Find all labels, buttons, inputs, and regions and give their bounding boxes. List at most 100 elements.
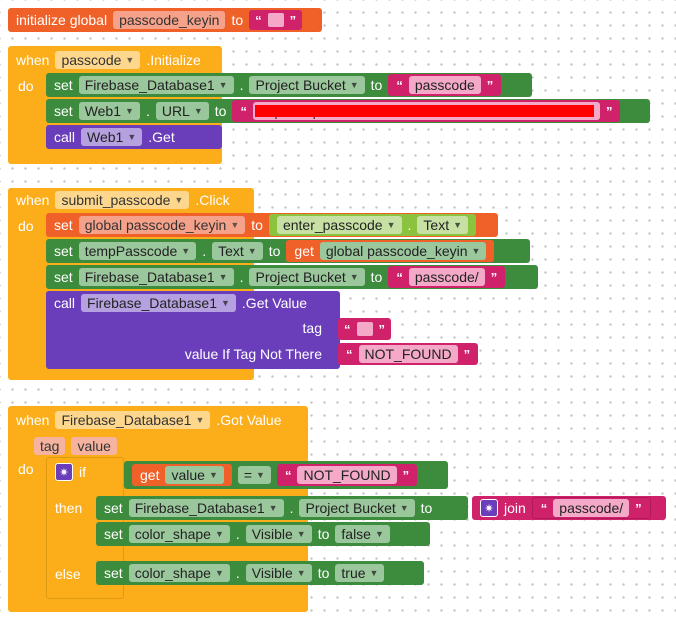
- text-field[interactable]: NOT_FOUND: [358, 345, 458, 363]
- component-name: Firebase_Database1: [134, 500, 265, 516]
- component-dropdown[interactable]: color_shape▼: [128, 564, 230, 582]
- url-text-field[interactable]: https://...passcode...: [252, 102, 600, 120]
- chevron-down-icon: ▼: [193, 106, 203, 116]
- empty-text-block[interactable]: “ ”: [249, 10, 303, 30]
- global-variable-block[interactable]: initialize global passcode_keyin to “ ”: [8, 8, 322, 32]
- param-tag[interactable]: tag: [34, 437, 66, 455]
- set-label: set: [54, 217, 73, 233]
- empty-text-field[interactable]: [356, 322, 373, 336]
- component-name: Firebase_Database1: [61, 412, 192, 428]
- quote-open: “: [344, 321, 351, 337]
- set-temppasscode-text-block[interactable]: set tempPasscode▼ . Text▼ to get global …: [46, 239, 530, 263]
- property-dropdown[interactable]: Visible▼: [245, 564, 312, 582]
- component-dropdown[interactable]: color_shape▼: [128, 525, 230, 543]
- dot-label: .: [202, 243, 207, 259]
- property-name: Project Bucket: [255, 77, 346, 93]
- text-value: NOT_FOUND: [364, 346, 452, 362]
- quote-open: “: [540, 500, 548, 516]
- text-field[interactable]: passcode/: [553, 499, 630, 517]
- variable-name-field[interactable]: passcode_keyin: [113, 11, 226, 29]
- join-label: join: [504, 500, 526, 516]
- initialize-global-label: initialize global: [16, 12, 108, 28]
- chevron-down-icon: ▼: [195, 415, 205, 425]
- chevron-down-icon: ▼: [230, 220, 240, 230]
- component-dropdown[interactable]: Firebase_Database1▼: [55, 411, 211, 429]
- variable-dropdown[interactable]: value▼: [165, 466, 224, 484]
- empty-text-field[interactable]: [267, 13, 284, 27]
- component-dropdown[interactable]: Web1▼: [81, 128, 143, 146]
- property-dropdown[interactable]: Visible▼: [245, 525, 312, 543]
- property-name: Text: [423, 217, 450, 233]
- component-dropdown[interactable]: passcode▼: [55, 51, 141, 69]
- quote-open: “: [396, 269, 403, 285]
- when-label: when: [16, 192, 50, 208]
- to-label: to: [251, 217, 263, 233]
- text-field[interactable]: passcode/: [408, 268, 485, 286]
- component-dropdown[interactable]: Firebase_Database1▼: [78, 76, 234, 94]
- empty-text-block[interactable]: “ ”: [338, 318, 391, 340]
- property-name: Visible: [251, 565, 293, 581]
- component-text-getter[interactable]: enter_passcode▼ . Text▼: [268, 214, 477, 236]
- dot-label: .: [145, 103, 150, 119]
- set-visible-true-block[interactable]: set color_shape▼ . Visible▼ to true▼: [96, 561, 424, 585]
- if-label: if: [79, 464, 86, 480]
- set-project-bucket-block[interactable]: set Firebase_Database1▼ . Project Bucket…: [46, 73, 532, 97]
- text-block[interactable]: “ passcode/ ”: [388, 266, 506, 288]
- set-project-bucket-block[interactable]: set Firebase_Database1▼ . Project Bucket…: [96, 496, 468, 520]
- to-label: to: [370, 77, 383, 93]
- then-label: then: [55, 500, 83, 516]
- property-name: Text: [218, 243, 244, 259]
- text-block[interactable]: “ passcode/ ”: [531, 497, 651, 519]
- set-web-url-block[interactable]: set Web1▼ . URL▼ to “ https://...passcod…: [46, 99, 650, 123]
- operator-dropdown[interactable]: =▼: [237, 466, 271, 484]
- property-name: URL: [161, 103, 190, 119]
- component-name: submit_passcode: [61, 192, 171, 208]
- set-label: set: [54, 269, 73, 285]
- gear-icon[interactable]: ✷: [55, 463, 73, 481]
- quote-close: ”: [635, 500, 642, 516]
- property-dropdown[interactable]: Text▼: [212, 242, 263, 260]
- compare-block[interactable]: get value▼ =▼ “ NOT_FOUND ”: [124, 461, 448, 489]
- component-dropdown[interactable]: Firebase_Database1▼: [78, 268, 234, 286]
- dot-label: .: [239, 77, 244, 93]
- set-label: set: [104, 526, 123, 542]
- set-global-passcode-block[interactable]: set global passcode_keyin▼ to enter_pass…: [46, 213, 498, 237]
- component-dropdown[interactable]: Firebase_Database1▼: [128, 499, 284, 517]
- when-label: when: [16, 412, 50, 428]
- variable-dropdown[interactable]: global passcode_keyin▼: [78, 216, 246, 234]
- get-variable-block[interactable]: get global passcode_keyin▼: [286, 240, 495, 262]
- boolean-dropdown[interactable]: true▼: [335, 564, 385, 582]
- get-value-block[interactable]: get value▼: [132, 464, 232, 486]
- component-dropdown[interactable]: enter_passcode▼: [276, 216, 402, 234]
- text-field[interactable]: NOT_FOUND: [297, 466, 397, 484]
- call-get-value-block[interactable]: call Firebase_Database1▼ .Get Value tag …: [46, 291, 340, 369]
- chevron-down-icon: ▼: [125, 55, 135, 65]
- component-dropdown[interactable]: submit_passcode▼: [55, 191, 190, 209]
- boolean-dropdown[interactable]: false▼: [335, 525, 390, 543]
- variable-dropdown[interactable]: global passcode_keyin▼: [319, 242, 487, 260]
- component-dropdown[interactable]: Web1▼: [78, 102, 140, 120]
- set-project-bucket-block[interactable]: set Firebase_Database1▼ . Project Bucket…: [46, 265, 538, 289]
- set-visible-false-block[interactable]: set color_shape▼ . Visible▼ to false▼: [96, 522, 430, 546]
- call-web-get-block[interactable]: call Web1▼ .Get: [46, 125, 222, 149]
- do-label: do: [18, 461, 34, 477]
- text-block[interactable]: “ NOT_FOUND ”: [338, 343, 479, 365]
- text-value: passcode/: [414, 269, 479, 285]
- property-dropdown[interactable]: Project Bucket▼: [249, 268, 365, 286]
- component-dropdown[interactable]: Firebase_Database1▼: [81, 294, 236, 312]
- param-value[interactable]: value: [71, 437, 117, 455]
- text-field[interactable]: passcode: [408, 76, 481, 94]
- text-block[interactable]: “ passcode ”: [388, 74, 502, 96]
- property-dropdown[interactable]: Project Bucket▼: [249, 76, 365, 94]
- set-label: set: [104, 500, 123, 516]
- property-dropdown[interactable]: Text▼: [417, 216, 469, 234]
- join-block[interactable]: ✷ join “ passcode/ ”: [472, 496, 666, 520]
- text-block[interactable]: “ NOT_FOUND ”: [276, 464, 418, 486]
- text-block[interactable]: “ https://...passcode... ”: [232, 100, 621, 122]
- property-dropdown[interactable]: URL▼: [155, 102, 209, 120]
- property-dropdown[interactable]: Project Bucket▼: [299, 499, 415, 517]
- component-name: Firebase_Database1: [84, 77, 215, 93]
- component-name: color_shape: [134, 526, 211, 542]
- gear-icon[interactable]: ✷: [480, 499, 498, 517]
- component-dropdown[interactable]: tempPasscode▼: [78, 242, 197, 260]
